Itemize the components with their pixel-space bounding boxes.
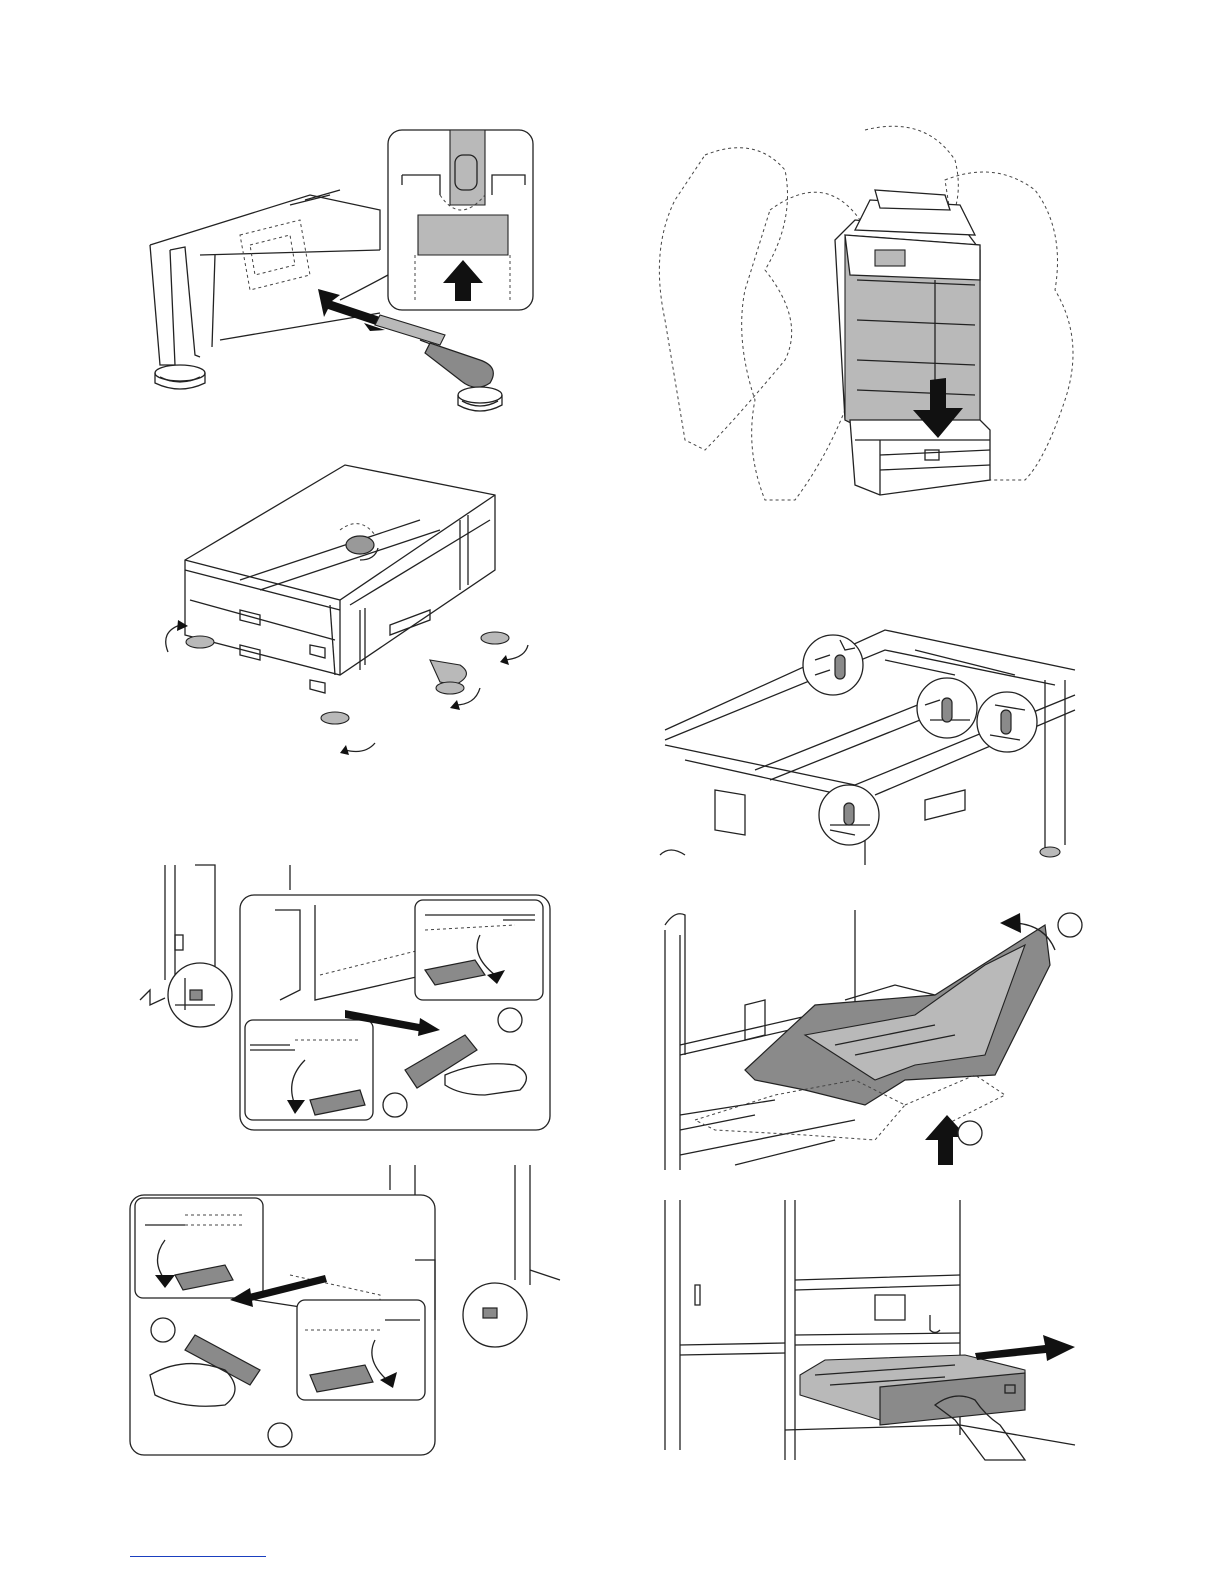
callout-marker [498,1008,522,1032]
pin-marker [977,692,1037,752]
pin-marker [803,635,863,695]
callout-marker [383,1093,407,1117]
callout-marker [958,1121,982,1145]
fig-stand-positioning-pins [655,620,1085,865]
fig-remove-tray-lift [655,905,1085,1170]
fig-lift-copier-onto-stand [645,120,1090,530]
callout-marker [268,1423,292,1447]
pin-marker [819,785,879,845]
fig-pull-out-tray [655,1195,1085,1460]
fig-remove-right-fixing-plate [125,1160,560,1460]
callout-marker [1058,913,1082,937]
fig-stand-lower-adjusters [150,460,540,790]
arrow-right-icon [975,1335,1075,1361]
fig-adjuster-insert [140,125,540,425]
callout-marker [151,1318,175,1342]
footer-rule [130,1556,266,1557]
fig-remove-left-fixing-plate [135,860,555,1135]
pin-marker [917,678,977,738]
